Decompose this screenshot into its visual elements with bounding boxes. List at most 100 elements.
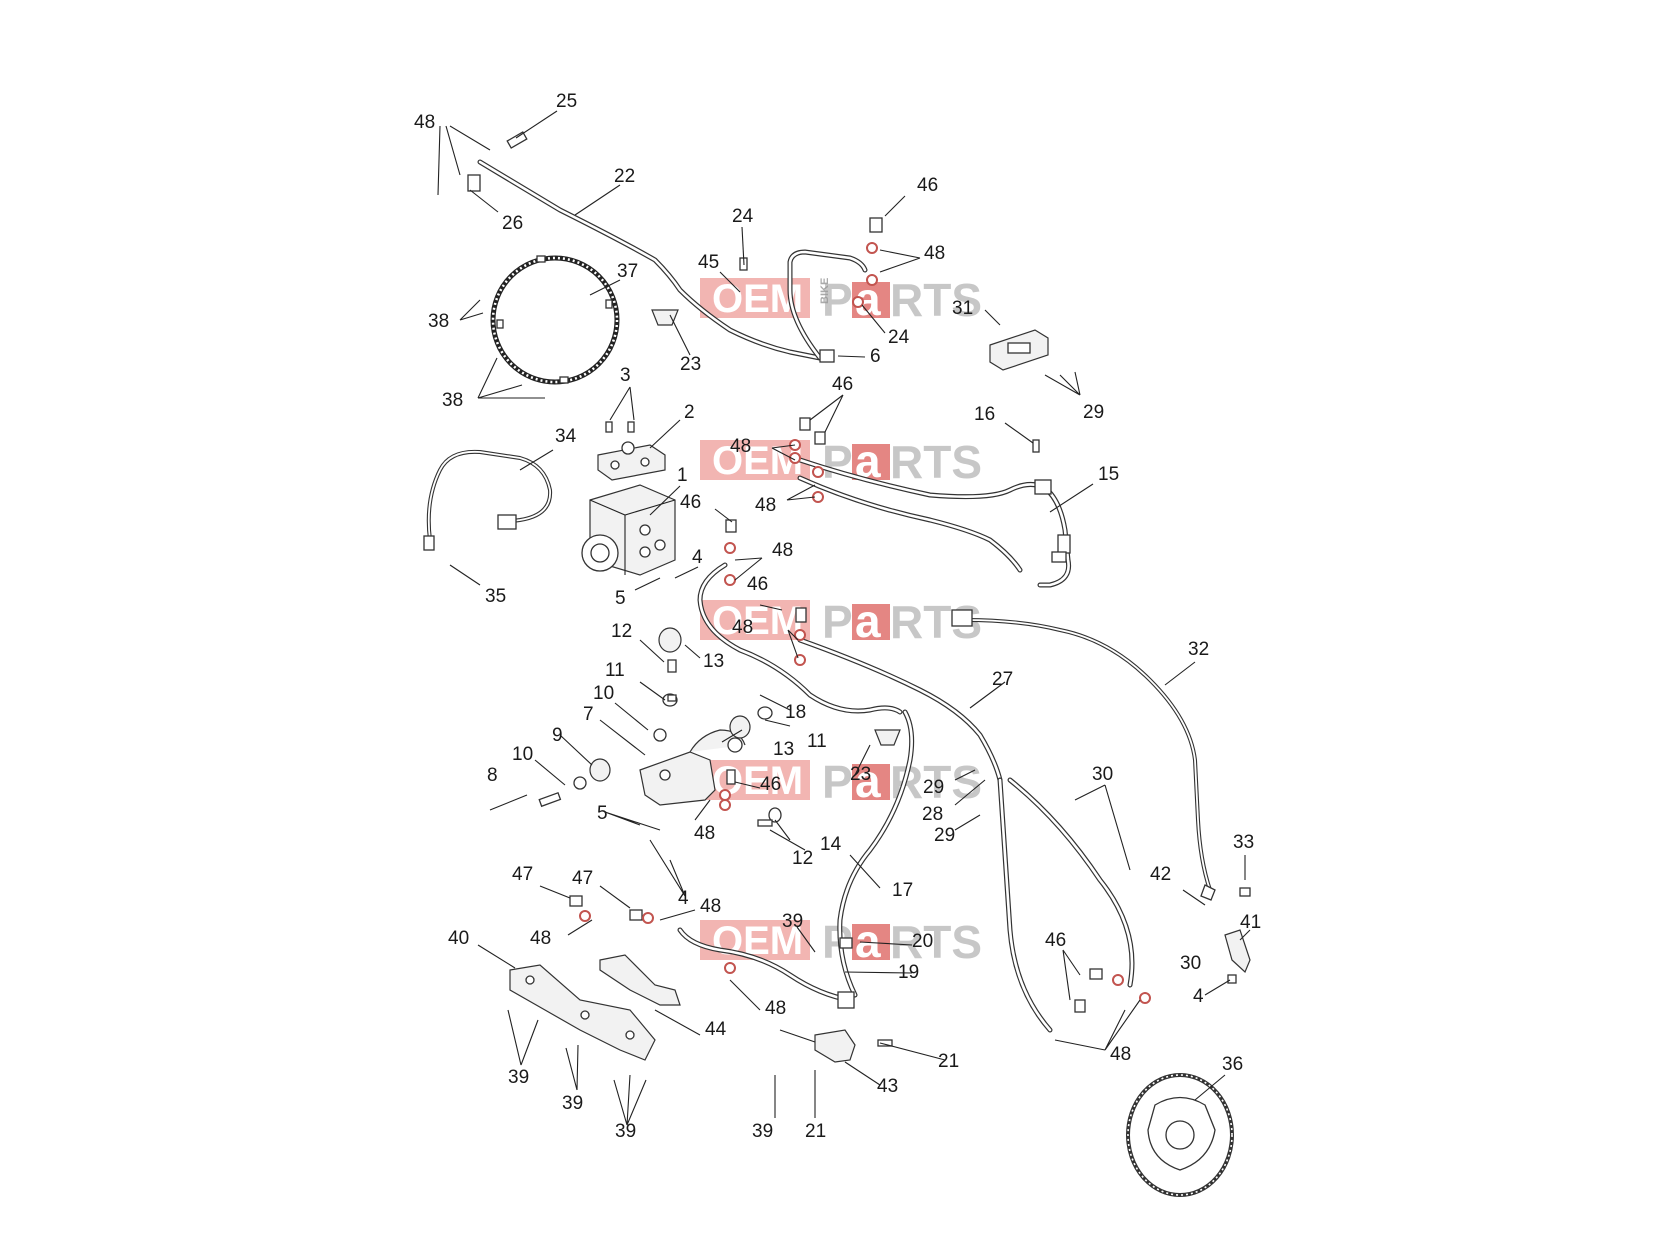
callout-labels: 48 25 22 26 46 24 45 48 37 38 31 24 23 6… <box>414 91 1261 1142</box>
callout-20: 20 <box>912 931 933 952</box>
callout-44: 44 <box>705 1019 727 1040</box>
bracket-40 <box>509 964 656 1061</box>
callout-23: 23 <box>680 354 701 375</box>
callout-5: 5 <box>615 588 626 609</box>
callout-32: 32 <box>1188 639 1209 660</box>
wm-p: P <box>822 436 853 488</box>
callout-9: 9 <box>552 725 563 746</box>
callout-31: 31 <box>952 298 973 319</box>
sensor-bracket-41 <box>1224 929 1251 974</box>
abs-ring-37 <box>490 255 620 385</box>
leader-lines <box>437 110 1251 1126</box>
hose-27 <box>797 637 1135 1033</box>
wm-oem: OEM <box>712 919 803 963</box>
callout-7: 7 <box>583 704 594 725</box>
callout-48: 48 <box>694 823 715 844</box>
callout-28: 28 <box>922 804 943 825</box>
callout-26: 26 <box>502 213 523 234</box>
wm-rts: RTS <box>890 436 982 488</box>
callout-48: 48 <box>765 998 786 1019</box>
wm-p: P <box>822 756 853 808</box>
callout-48: 48 <box>700 896 721 917</box>
callout-27: 27 <box>992 669 1013 690</box>
callout-48: 48 <box>530 928 551 949</box>
callout-29: 29 <box>934 825 955 846</box>
callout-48: 48 <box>755 495 776 516</box>
callout-24: 24 <box>888 327 910 348</box>
wm-p: P <box>822 274 853 326</box>
callout-4: 4 <box>1193 986 1204 1007</box>
callout-13: 13 <box>703 651 724 672</box>
callout-46: 46 <box>917 175 938 196</box>
callout-46: 46 <box>680 492 701 513</box>
callout-2: 2 <box>684 402 695 423</box>
hose-48-lower <box>677 927 855 1009</box>
callout-17: 17 <box>892 880 913 901</box>
hose-18 <box>697 562 903 715</box>
callout-38: 38 <box>428 311 449 332</box>
callout-34: 34 <box>555 426 577 447</box>
callout-6: 6 <box>870 346 881 367</box>
callout-45: 45 <box>698 252 719 273</box>
callout-3: 3 <box>620 365 631 386</box>
watermark-5: OEM P a RTS <box>700 915 982 968</box>
disc-36 <box>1126 1073 1234 1197</box>
callout-48: 48 <box>772 540 793 561</box>
callout-46: 46 <box>1045 930 1066 951</box>
callout-41: 41 <box>1240 912 1261 933</box>
clips <box>651 309 901 949</box>
callout-1: 1 <box>677 465 688 486</box>
callout-48: 48 <box>732 617 753 638</box>
callout-5: 5 <box>597 803 608 824</box>
callout-12: 12 <box>792 848 813 869</box>
callout-46: 46 <box>747 574 768 595</box>
callout-48: 48 <box>414 112 435 133</box>
wm-rts: RTS <box>890 916 982 968</box>
callout-47: 47 <box>512 864 533 885</box>
callout-14: 14 <box>820 834 842 855</box>
callout-24: 24 <box>732 206 754 227</box>
callout-23: 23 <box>850 764 871 785</box>
bracket-43 <box>779 1029 856 1063</box>
callout-18: 18 <box>785 702 806 723</box>
bracket-7 <box>639 729 746 806</box>
callout-19: 19 <box>898 962 919 983</box>
wm-a: a <box>855 755 881 807</box>
callout-29: 29 <box>923 777 944 798</box>
callout-16: 16 <box>974 404 995 425</box>
callout-25: 25 <box>556 91 577 112</box>
callout-21: 21 <box>938 1051 959 1072</box>
callout-30: 30 <box>1180 953 1201 974</box>
callout-13: 13 <box>773 739 794 760</box>
abs-modulator-1 <box>581 484 676 576</box>
callout-43: 43 <box>877 1076 898 1097</box>
wm-a: a <box>855 595 881 647</box>
hose-15 <box>797 457 1072 588</box>
callout-30: 30 <box>1092 764 1113 785</box>
callout-29: 29 <box>1083 402 1104 423</box>
wm-bike: BIKE <box>819 278 831 304</box>
callout-39: 39 <box>782 911 803 932</box>
callout-15: 15 <box>1098 464 1119 485</box>
wm-oem: OEM <box>712 599 803 643</box>
callout-48: 48 <box>1110 1044 1131 1065</box>
callout-8: 8 <box>487 765 498 786</box>
callout-21: 21 <box>805 1121 826 1142</box>
wm-p: P <box>822 596 853 648</box>
callout-48: 48 <box>730 436 751 457</box>
callout-10: 10 <box>512 744 533 765</box>
callout-37: 37 <box>617 261 638 282</box>
callout-46: 46 <box>760 774 781 795</box>
hose-22 <box>477 159 823 361</box>
callout-12: 12 <box>611 621 632 642</box>
callout-42: 42 <box>1150 864 1171 885</box>
watermark-1: OEM BIKE P a RTS <box>700 273 982 326</box>
callout-10: 10 <box>593 683 614 704</box>
callout-39: 39 <box>752 1121 773 1142</box>
bracket-31 <box>989 329 1049 371</box>
callout-33: 33 <box>1233 832 1254 853</box>
callout-22: 22 <box>614 166 635 187</box>
callout-39: 39 <box>508 1067 529 1088</box>
bracket-44 <box>599 954 681 1006</box>
